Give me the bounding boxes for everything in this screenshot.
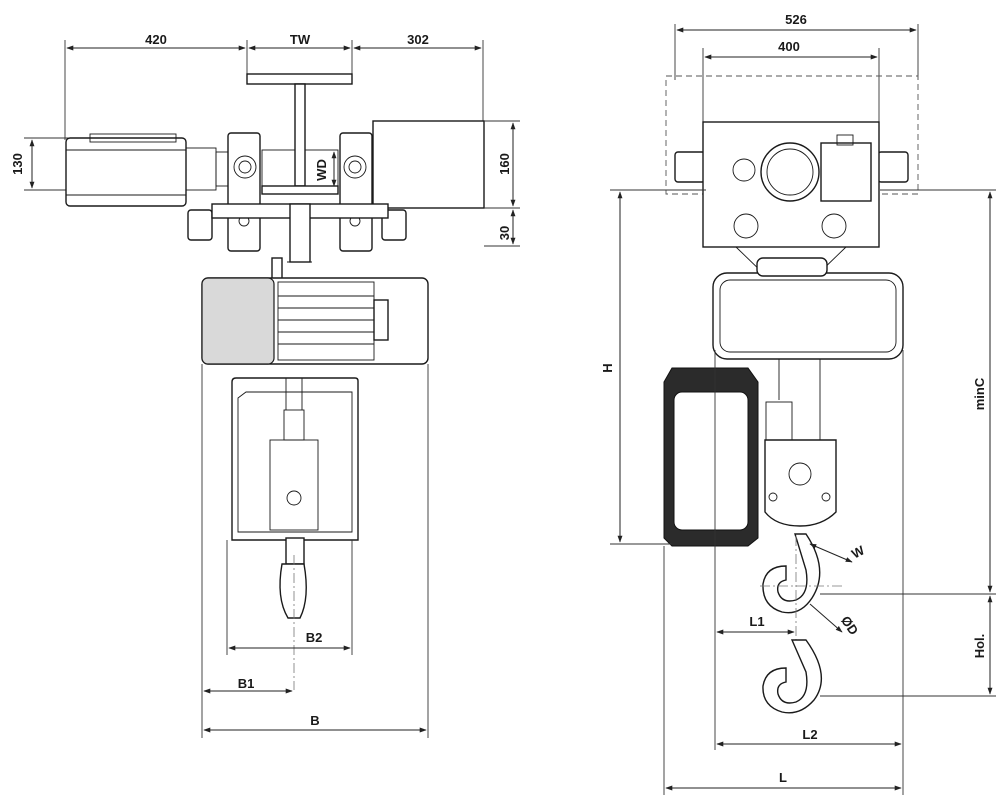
dim-label-b: B — [310, 713, 319, 728]
dim-label-minc: minC — [972, 377, 987, 410]
dim-label-l1: L1 — [749, 614, 764, 629]
front-view — [24, 40, 520, 738]
dim-label-b1: B1 — [238, 676, 255, 691]
dim-label-w: W — [849, 542, 868, 561]
dim-label-30: 30 — [497, 226, 512, 240]
dim-label-l2: L2 — [802, 727, 817, 742]
side-view — [610, 24, 996, 795]
dim-label-od: ØD — [838, 613, 861, 638]
dim-label-160: 160 — [497, 153, 512, 175]
dim-label-h: H — [600, 363, 615, 372]
dim-label-526: 526 — [785, 12, 807, 27]
dim-label-302: 302 — [407, 32, 429, 47]
dim-label-400: 400 — [778, 39, 800, 54]
dim-label-130: 130 — [10, 153, 25, 175]
dim-label-hol: Hol. — [972, 634, 987, 659]
dim-label-wd: WD — [314, 159, 329, 181]
dim-label-420: 420 — [145, 32, 167, 47]
dim-label-tw: TW — [290, 32, 311, 47]
dim-label-b2: B2 — [306, 630, 323, 645]
dim-label-l: L — [779, 770, 787, 785]
